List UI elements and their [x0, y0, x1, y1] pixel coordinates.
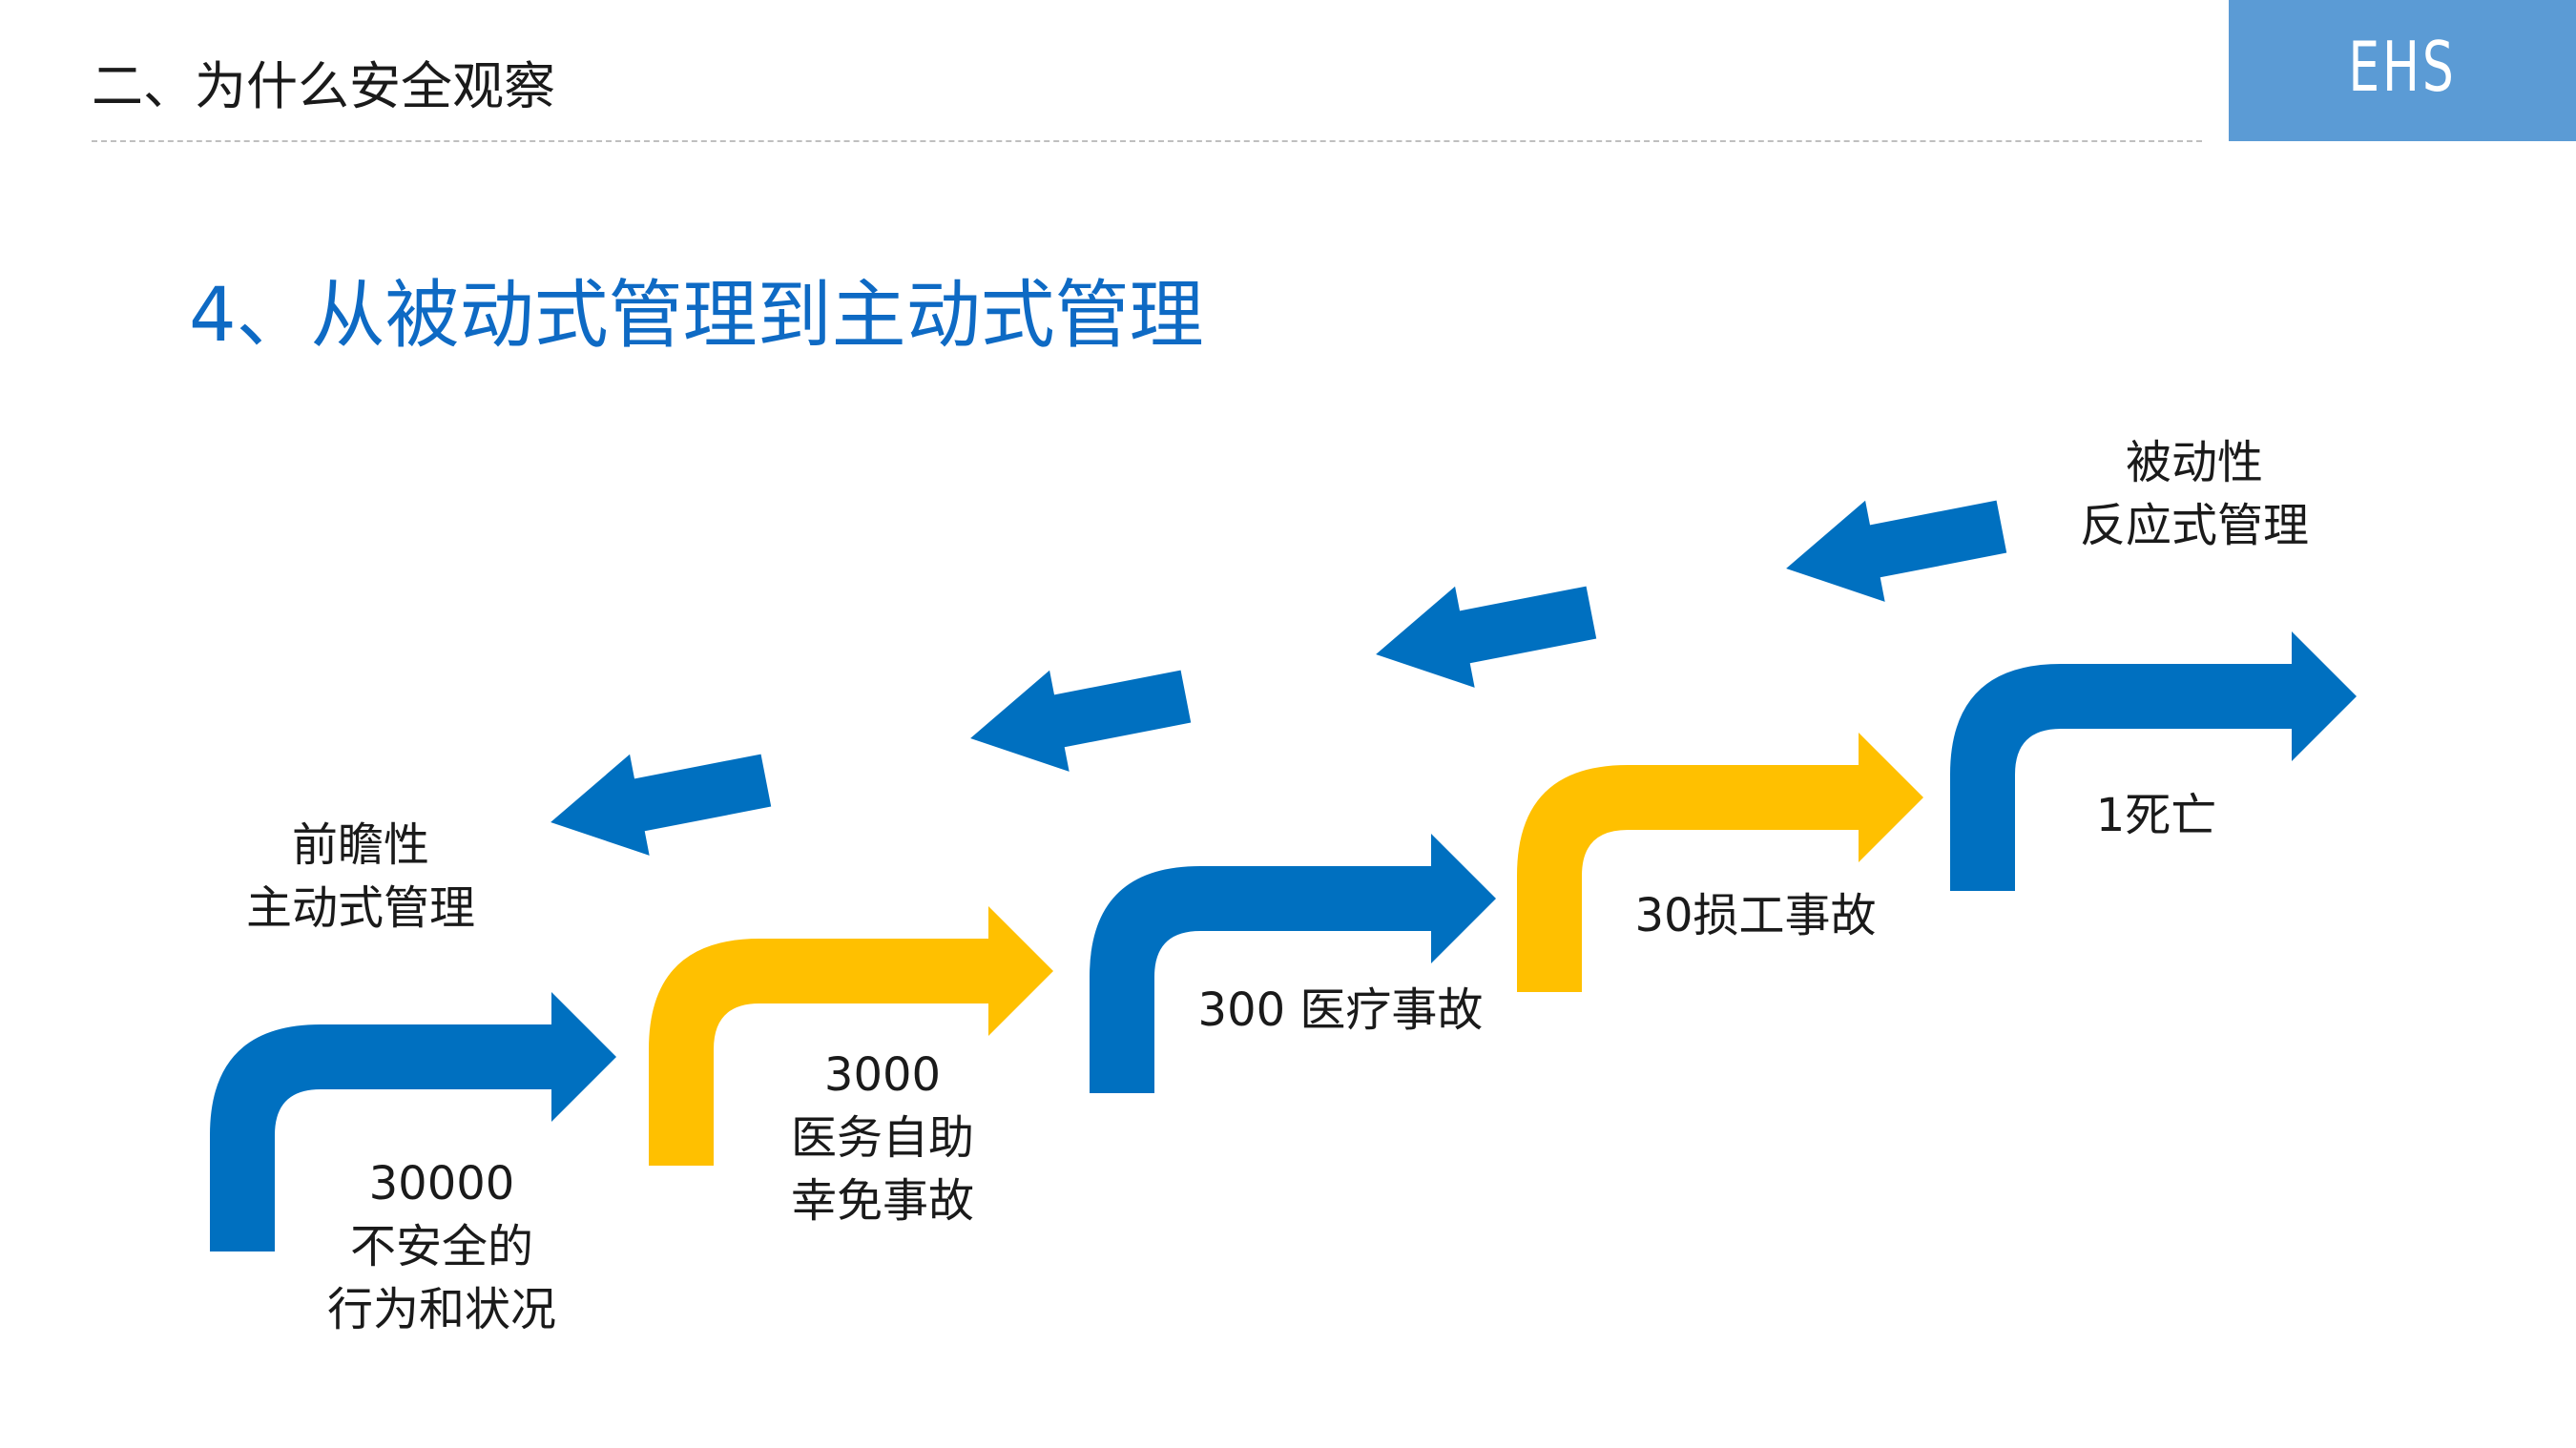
back-arrow-2 — [1376, 586, 1597, 688]
step-label-line: 3000 — [823, 1048, 942, 1102]
step-arrow-fatality — [1950, 631, 2357, 891]
header-title: 二、为什么安全观察 — [92, 56, 555, 116]
step-label-unsafe-acts: 30000 不安全的 行为和状况 — [299, 1152, 585, 1341]
step-arrow-lost-time — [1517, 733, 1923, 992]
step-label-fatality: 1死亡 — [2061, 784, 2252, 847]
step-arrow-near-miss — [649, 906, 1053, 1166]
step-label-line: 1死亡 — [2095, 789, 2217, 842]
proactive-label-line: 主动式管理 — [245, 881, 475, 935]
header-divider — [92, 140, 2202, 142]
reactive-label-line: 反应式管理 — [2079, 499, 2309, 552]
brand-logo-text: EHS — [2348, 27, 2457, 107]
step-label-line: 30损工事故 — [1634, 889, 1877, 942]
back-arrow-4 — [551, 754, 772, 856]
step-label-line: 30000 — [368, 1157, 515, 1210]
proactive-label: 前瞻性 主动式管理 — [227, 814, 494, 940]
reactive-label: 被动性 反应式管理 — [2061, 431, 2328, 557]
step-arrow-unsafe-acts — [210, 992, 616, 1251]
step-label-line: 行为和状况 — [326, 1283, 556, 1336]
step-label-line: 300 医疗事故 — [1197, 983, 1484, 1037]
step-label-medical: 300 医疗事故 — [1174, 979, 1507, 1042]
step-label-line: 不安全的 — [349, 1220, 533, 1273]
brand-logo-box: EHS — [2229, 0, 2576, 141]
step-label-lost-time: 30损工事故 — [1603, 884, 1908, 947]
section-title: 4、从被动式管理到主动式管理 — [189, 273, 1204, 359]
proactive-label-line: 前瞻性 — [291, 818, 429, 872]
back-arrow-1 — [1786, 500, 2007, 602]
reactive-label-line: 被动性 — [2125, 436, 2263, 489]
step-label-near-miss: 3000 医务自助 幸免事故 — [758, 1044, 1007, 1232]
back-arrow-3 — [970, 670, 1192, 772]
step-label-line: 幸免事故 — [790, 1174, 974, 1228]
step-label-line: 医务自助 — [790, 1111, 974, 1165]
step-arrow-medical — [1090, 834, 1496, 1093]
